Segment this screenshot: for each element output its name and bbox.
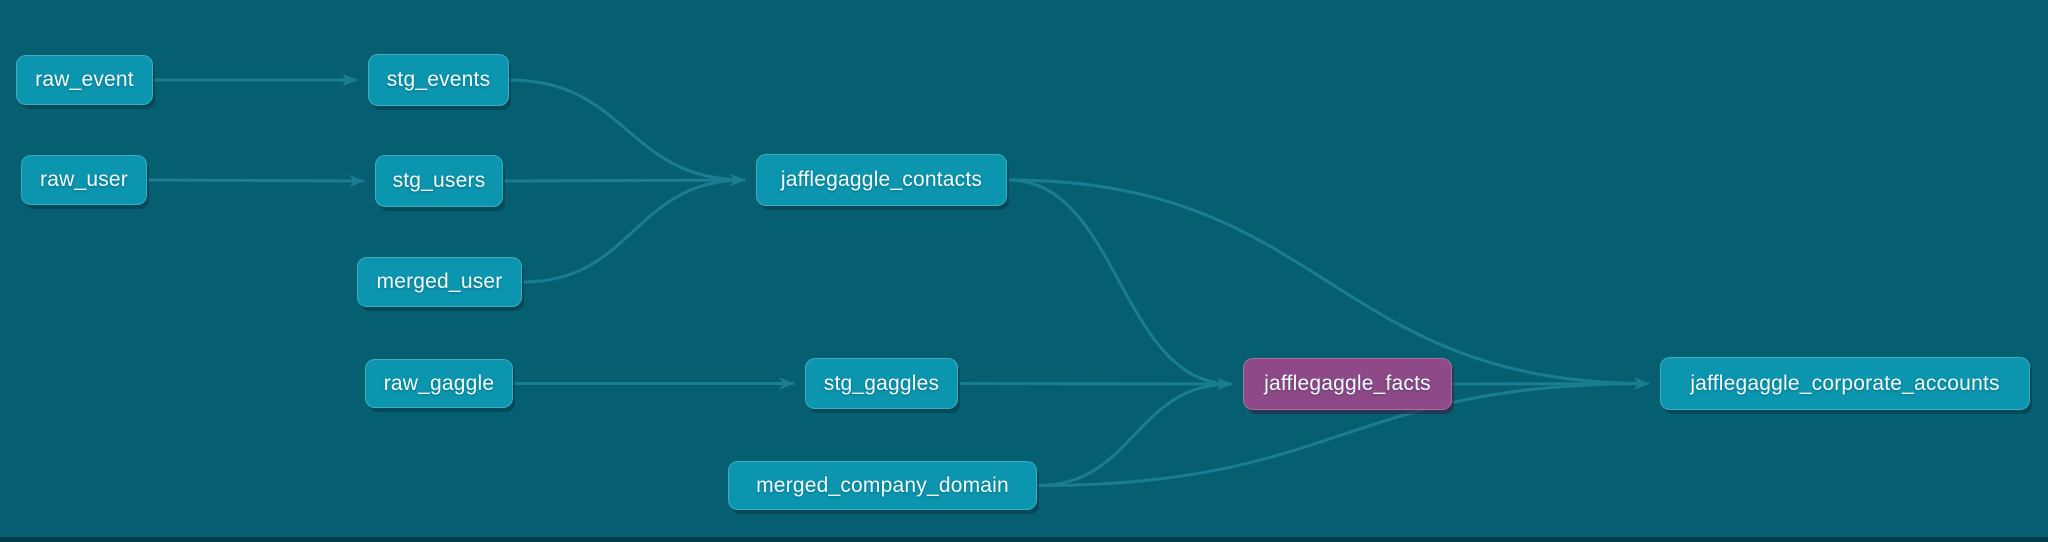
node-raw_event[interactable]: raw_event bbox=[16, 55, 153, 105]
node-jafflegaggle_corporate_accounts[interactable]: jafflegaggle_corporate_accounts bbox=[1660, 357, 2030, 410]
node-merged_company_domain[interactable]: merged_company_domain bbox=[728, 461, 1037, 510]
edge-raw_user-to-stg_users bbox=[146, 174, 365, 188]
node-raw_user[interactable]: raw_user bbox=[21, 155, 147, 205]
edge-merged_company_domain-to-jafflegaggle_facts bbox=[1036, 377, 1233, 487]
edge-jafflegaggle_contacts-to-jafflegaggle_facts bbox=[1006, 178, 1233, 391]
canvas-bottom-edge bbox=[0, 537, 2048, 542]
node-raw_gaggle[interactable]: raw_gaggle bbox=[365, 359, 513, 408]
edge-stg_events-to-jafflegaggle_contacts bbox=[508, 78, 746, 187]
node-stg_gaggles[interactable]: stg_gaggles bbox=[805, 358, 958, 409]
node-jafflegaggle_contacts[interactable]: jafflegaggle_contacts bbox=[756, 154, 1007, 206]
edge-stg_users-to-jafflegaggle_contacts bbox=[502, 173, 746, 187]
edge-stg_gaggles-to-jafflegaggle_facts bbox=[957, 377, 1233, 391]
edge-merged_company_domain-to-jafflegaggle_corporate_accounts bbox=[1036, 377, 1650, 487]
node-merged_user[interactable]: merged_user bbox=[357, 257, 522, 307]
node-jafflegaggle_facts[interactable]: jafflegaggle_facts bbox=[1243, 358, 1452, 410]
node-stg_events[interactable]: stg_events bbox=[368, 54, 509, 106]
edge-jafflegaggle_contacts-to-jafflegaggle_corporate_accounts bbox=[1006, 178, 1650, 390]
node-stg_users[interactable]: stg_users bbox=[375, 155, 503, 207]
edge-merged_user-to-jafflegaggle_contacts bbox=[521, 173, 746, 284]
